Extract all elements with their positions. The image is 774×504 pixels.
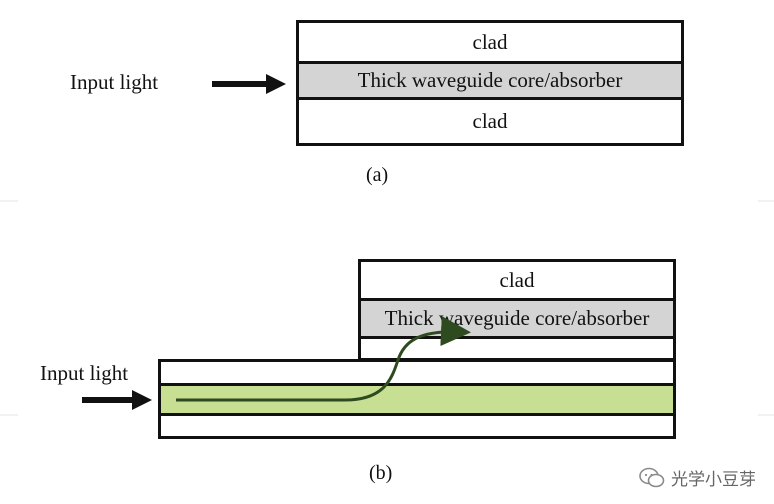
faint-divider-left-2 — [0, 414, 18, 416]
panel-a-clad-bottom: clad — [296, 97, 684, 146]
panel-b-input-arrow-icon — [82, 390, 152, 410]
watermark: 光学小豆芽 — [639, 465, 756, 490]
panel-a-input-arrow-icon — [212, 74, 286, 94]
panel-a-input-label: Input light — [70, 70, 159, 94]
panel-b-input-label: Input light — [40, 361, 129, 385]
panel-b-lower-clad-bottom — [158, 413, 676, 439]
panel-b-absorber: Thick waveguide core/absorber — [358, 298, 676, 339]
faint-divider-right — [758, 200, 774, 202]
panel-a-caption: (a) — [366, 164, 389, 186]
panel-b-caption: (b) — [369, 462, 393, 484]
faint-divider-right-2 — [758, 414, 774, 416]
faint-divider-left — [0, 200, 18, 202]
wechat-logo-icon — [639, 467, 665, 487]
watermark-text: 光学小豆芽 — [671, 470, 756, 490]
